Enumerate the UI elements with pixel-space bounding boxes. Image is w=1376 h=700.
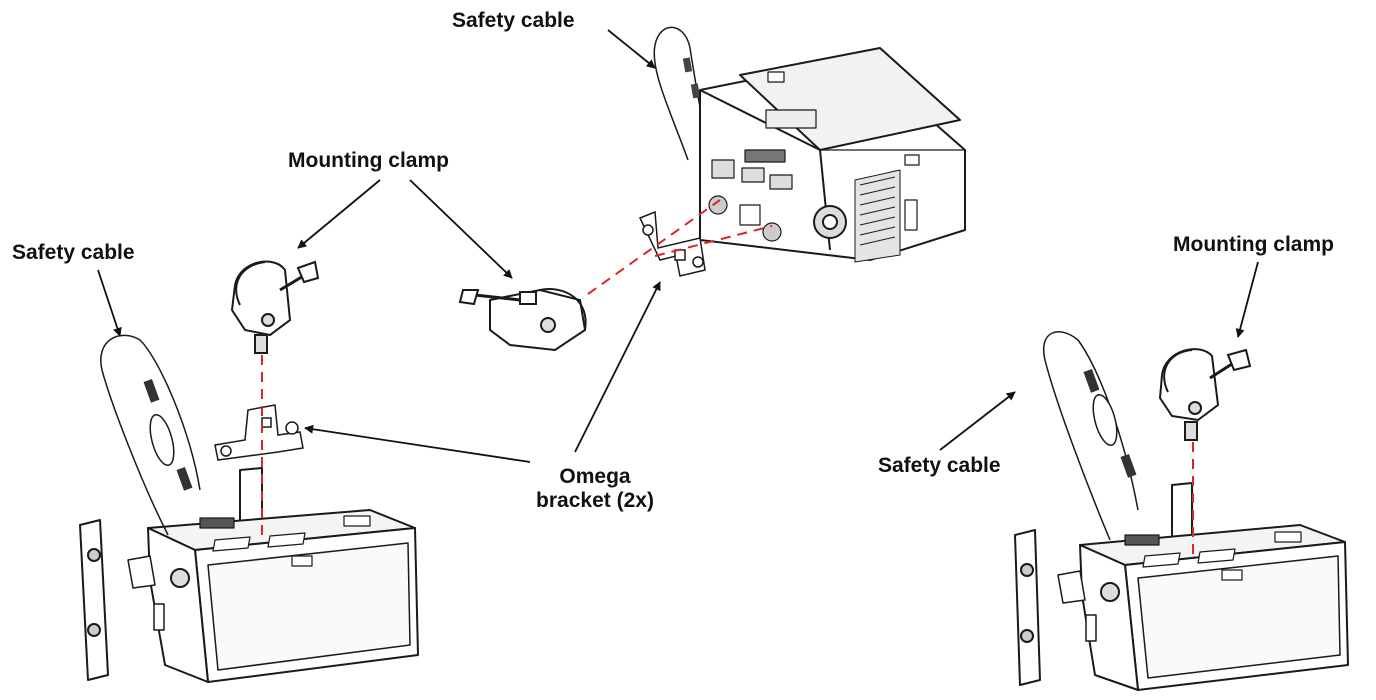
label-safety-cable-left: Safety cable	[12, 241, 135, 264]
right-fixture	[1014, 482, 1349, 691]
left-fixture-yoke	[79, 519, 109, 681]
label-omega-bracket: Omega bracket (2x)	[520, 465, 670, 513]
label-safety-cable-right: Safety cable	[878, 454, 1001, 477]
label-mounting-clamp-center: Mounting clamp	[288, 149, 449, 172]
left-omega-bracket-icon	[214, 404, 304, 461]
top-omega-bracket-icon	[638, 210, 706, 277]
arrow-mounting-clamp-left	[297, 179, 381, 249]
right-mounting-clamp-icon	[1158, 348, 1252, 441]
top-fixture-rear-panel	[708, 71, 920, 242]
label-mounting-clamp-right: Mounting clamp	[1173, 233, 1334, 256]
arrow-omega-left	[304, 424, 531, 463]
top-fixture-heatsink	[854, 169, 901, 263]
left-safety-cable-icon	[100, 334, 201, 536]
arrow-safety-cable-top	[607, 29, 656, 69]
top-alignment-lines	[587, 199, 773, 295]
left-mounting-clamp-icon	[230, 260, 320, 354]
top-fixture	[653, 26, 966, 263]
callout-arrows	[97, 29, 1259, 463]
arrow-mounting-clamp-center	[409, 179, 513, 279]
arrow-safety-cable-right	[939, 391, 1016, 451]
label-omega-bracket-line2: bracket (2x)	[536, 489, 654, 512]
right-safety-cable-icon	[1042, 331, 1139, 541]
right-fixture-yoke	[1014, 529, 1041, 686]
arrow-omega-top	[574, 281, 661, 453]
left-fixture	[79, 467, 419, 683]
label-safety-cable-top: Safety cable	[452, 9, 575, 32]
label-omega-bracket-line1: Omega	[559, 465, 631, 488]
arrow-safety-cable-left	[97, 269, 122, 337]
arrow-mounting-clamp-right	[1235, 261, 1259, 338]
center-mounting-clamp-icon	[458, 288, 587, 352]
